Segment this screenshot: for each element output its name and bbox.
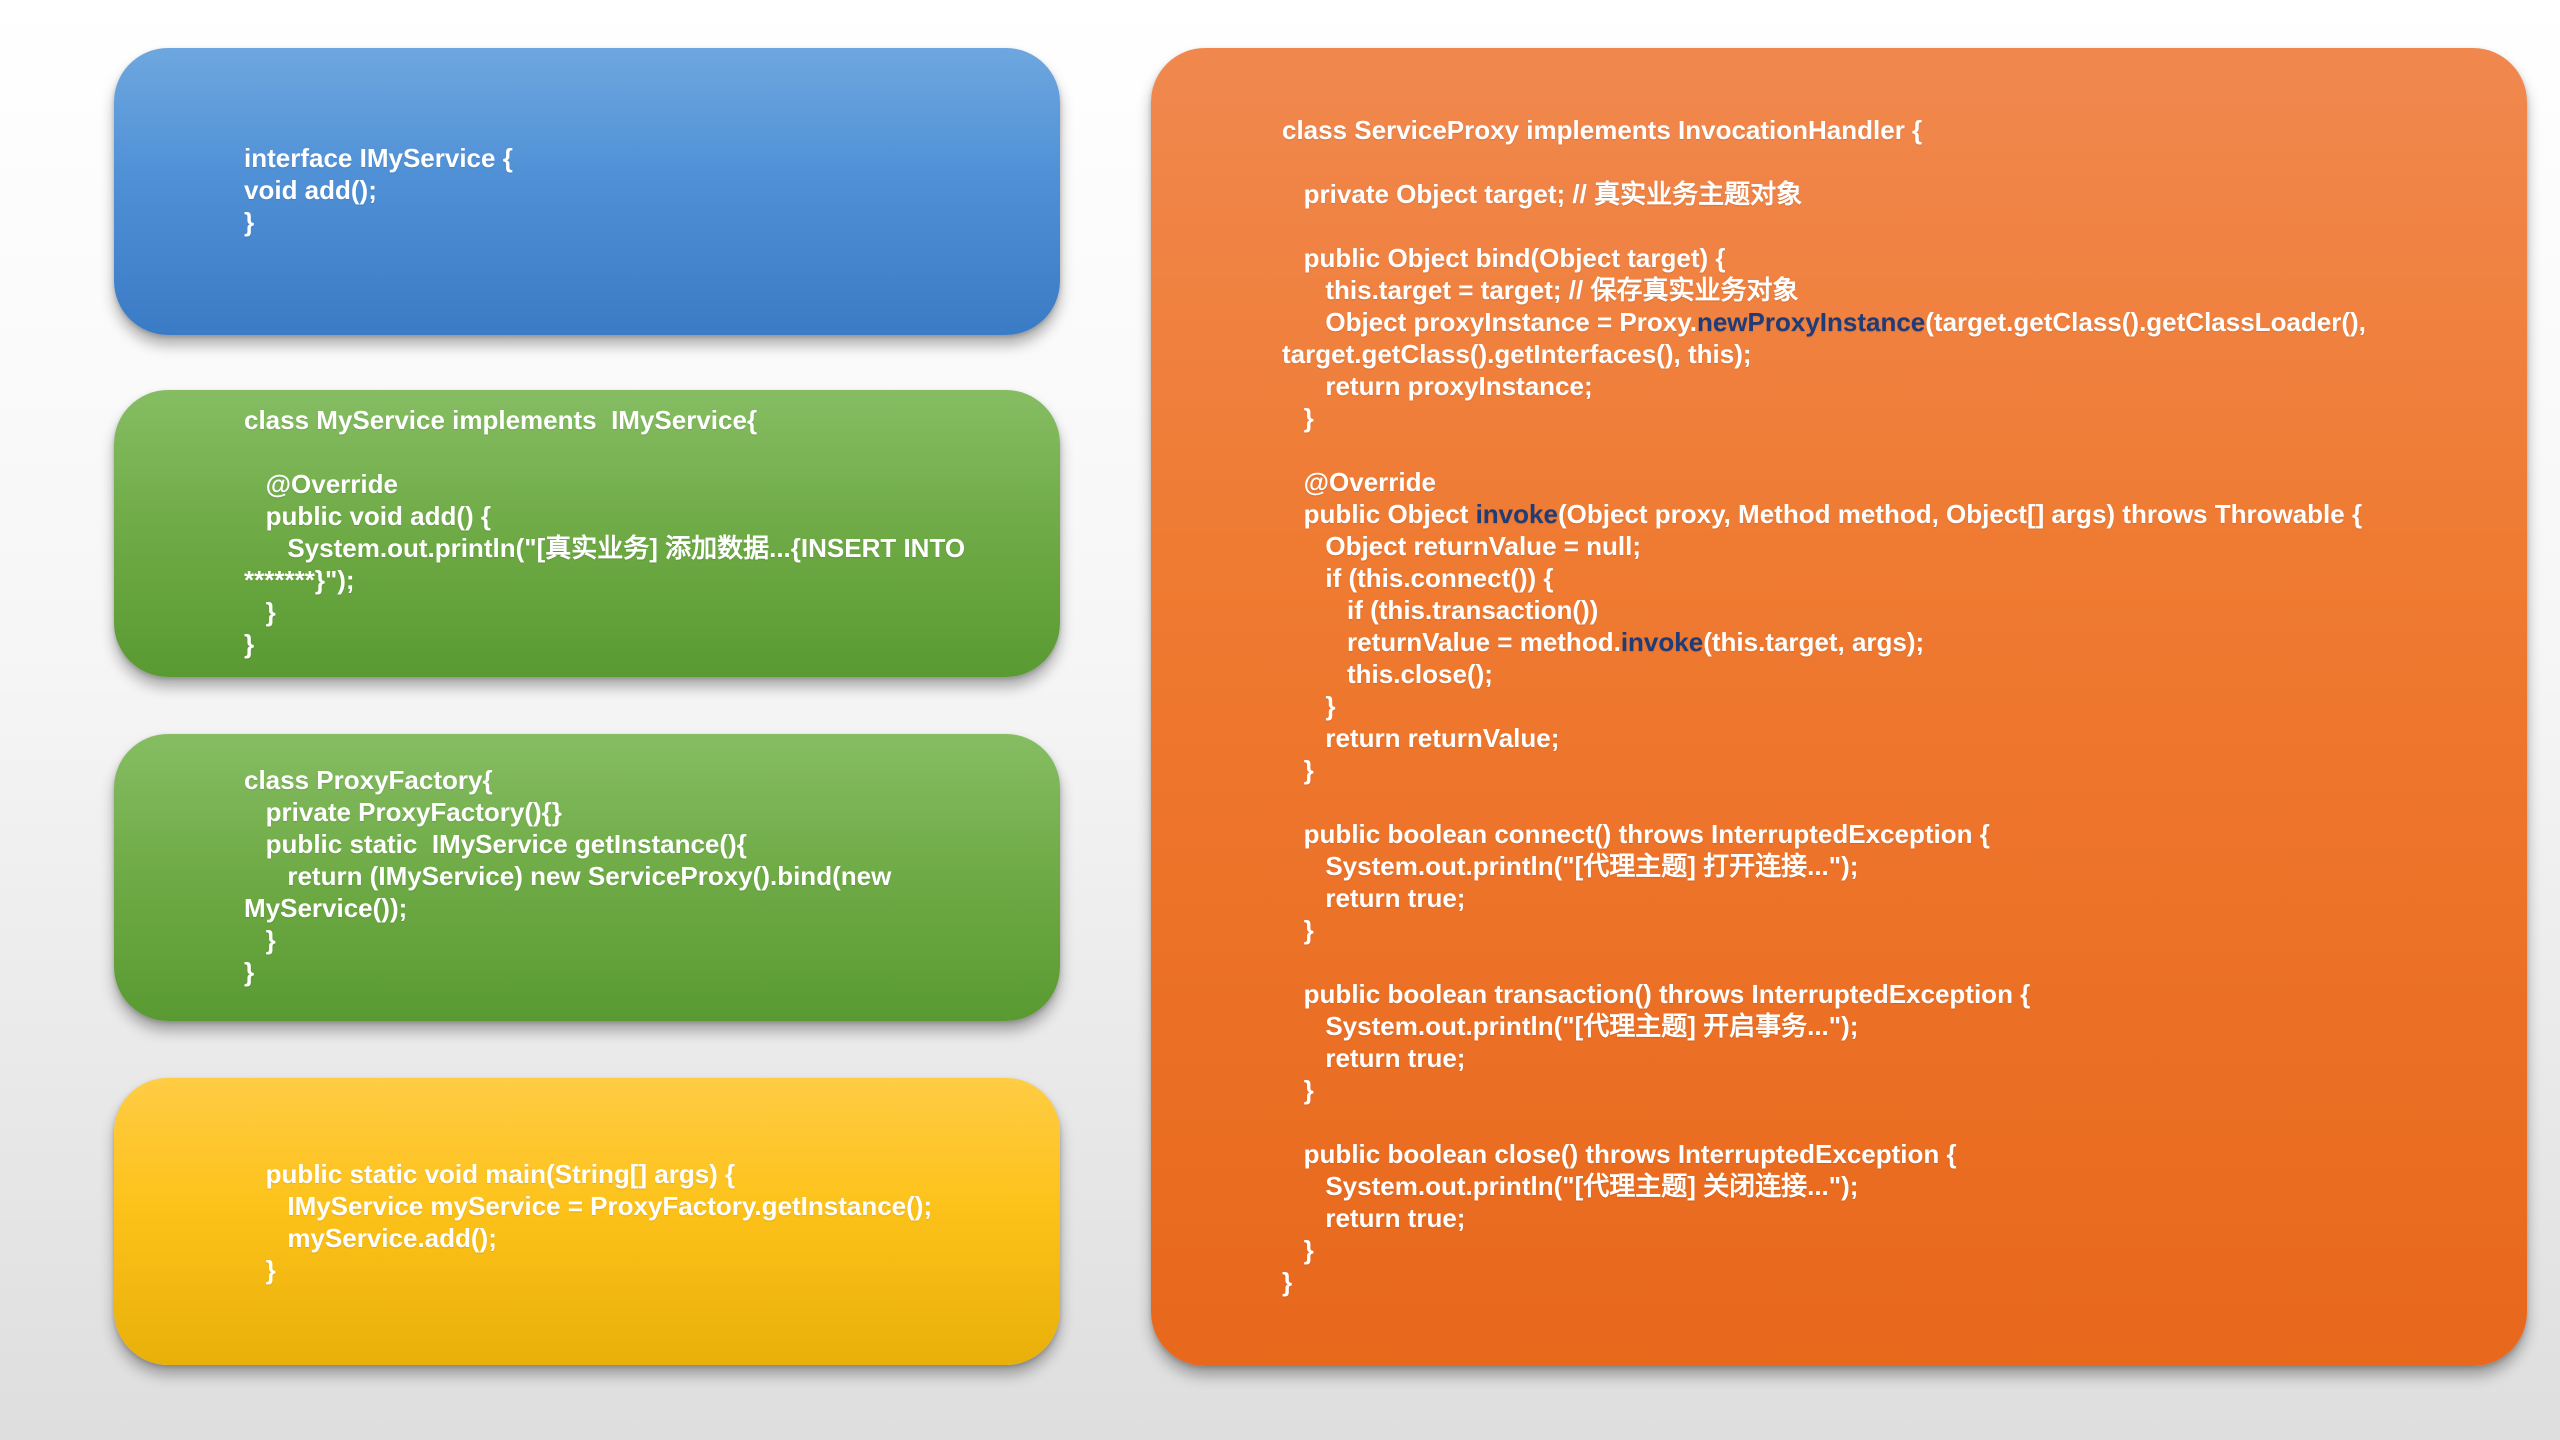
- code-line: [244, 436, 965, 468]
- code-line: Object proxyInstance = Proxy.newProxyIns…: [1282, 306, 2366, 338]
- code-line: [1282, 434, 2366, 466]
- code-line: return true;: [1282, 883, 1466, 913]
- code-line: this.target = target; // 保存真实业务对象: [1282, 275, 1799, 305]
- code-line: @Override: [244, 469, 398, 499]
- code-line: [1282, 1106, 2366, 1138]
- code-line: class MyService implements IMyService{: [244, 405, 758, 435]
- code-line: }: [244, 1255, 276, 1285]
- code-line: public boolean close() throws Interrupte…: [1282, 1139, 1957, 1169]
- code-line: }: [244, 957, 255, 987]
- code-line: private Object target; // 真实业务主题对象: [1282, 179, 1803, 209]
- code-line: System.out.println("[代理主题] 开启事务...");: [1282, 1011, 1859, 1041]
- code-line: public Object bind(Object target) {: [1282, 243, 1726, 273]
- code-line: }: [1282, 1235, 1314, 1265]
- code-segment: (this.target, args);: [1703, 627, 1925, 657]
- code-line: *******}");: [244, 565, 355, 595]
- code-line: class ServiceProxy implements Invocation…: [1282, 115, 1923, 145]
- code-line: }: [244, 629, 255, 659]
- service-proxy-code-block: class ServiceProxy implements Invocation…: [1282, 114, 2366, 1298]
- code-line: interface IMyService {: [244, 143, 513, 173]
- code-line: public boolean transaction() throws Inte…: [1282, 979, 2031, 1009]
- code-line: this.close();: [1282, 659, 1493, 689]
- code-line: public Object invoke(Object proxy, Metho…: [1282, 498, 2366, 530]
- code-line: }: [1282, 915, 1314, 945]
- code-line: }: [244, 597, 276, 627]
- code-line: return (IMyService) new ServiceProxy().b…: [244, 861, 892, 891]
- code-line: }: [1282, 1267, 1293, 1297]
- proxy-factory-code-block: class ProxyFactory{ private ProxyFactory…: [244, 764, 891, 988]
- main-method-card: public static void main(String[] args) {…: [114, 1078, 1060, 1365]
- service-proxy-card: class ServiceProxy implements Invocation…: [1151, 48, 2527, 1366]
- code-segment: Object proxyInstance = Proxy.: [1282, 307, 1697, 337]
- code-line: return true;: [1282, 1043, 1466, 1073]
- code-line: @Override: [1282, 467, 1436, 497]
- myservice-code-block: class MyService implements IMyService{ @…: [244, 404, 965, 660]
- interface-card: interface IMyService {void add();}: [114, 48, 1060, 335]
- code-line: class ProxyFactory{: [244, 765, 493, 795]
- code-line: returnValue = method.invoke(this.target,…: [1282, 626, 2366, 658]
- method-name-highlight: invoke: [1620, 627, 1704, 657]
- code-line: [1282, 210, 2366, 242]
- code-line: IMyService myService = ProxyFactory.getI…: [244, 1191, 933, 1221]
- code-line: private ProxyFactory(){}: [244, 797, 562, 827]
- code-line: }: [1282, 1075, 1314, 1105]
- code-line: System.out.println("[真实业务] 添加数据...{INSER…: [244, 533, 966, 563]
- code-line: }: [244, 207, 255, 237]
- code-line: }: [1282, 691, 1336, 721]
- code-segment: returnValue = method.: [1282, 627, 1621, 657]
- code-line: return true;: [1282, 1203, 1466, 1233]
- code-line: [1282, 946, 2366, 978]
- code-line: Object returnValue = null;: [1282, 531, 1642, 561]
- proxy-factory-card: class ProxyFactory{ private ProxyFactory…: [114, 734, 1060, 1021]
- code-line: target.getClass().getInterfaces(), this)…: [1282, 339, 1752, 369]
- code-line: public static IMyService getInstance(){: [244, 829, 747, 859]
- code-line: public void add() {: [244, 501, 491, 531]
- code-line: System.out.println("[代理主题] 关闭连接...");: [1282, 1171, 1859, 1201]
- code-line: System.out.println("[代理主题] 打开连接...");: [1282, 851, 1859, 881]
- method-name-highlight: invoke: [1475, 499, 1558, 529]
- method-name-highlight: newProxyInstance: [1696, 307, 1926, 337]
- code-line: public boolean connect() throws Interrup…: [1282, 819, 1990, 849]
- code-line: if (this.connect()) {: [1282, 563, 1554, 593]
- main-method-code-block: public static void main(String[] args) {…: [244, 1158, 932, 1286]
- code-line: }: [1282, 403, 1314, 433]
- code-line: }: [1282, 755, 1314, 785]
- code-line: return proxyInstance;: [1282, 371, 1593, 401]
- code-line: return returnValue;: [1282, 723, 1560, 753]
- myservice-card: class MyService implements IMyService{ @…: [114, 390, 1060, 677]
- code-segment: (target.getClass().getClassLoader(),: [1925, 307, 2366, 337]
- code-line: MyService());: [244, 893, 408, 923]
- code-line: }: [244, 925, 276, 955]
- code-line: void add();: [244, 175, 377, 205]
- code-line: [1282, 146, 2366, 178]
- code-segment: public Object: [1282, 499, 1476, 529]
- code-line: myService.add();: [244, 1223, 497, 1253]
- code-line: [1282, 786, 2366, 818]
- code-line: if (this.transaction()): [1282, 595, 1599, 625]
- code-segment: (Object proxy, Method method, Object[] a…: [1557, 499, 2363, 529]
- code-line: public static void main(String[] args) {: [244, 1159, 736, 1189]
- interface-code-block: interface IMyService {void add();}: [244, 142, 513, 238]
